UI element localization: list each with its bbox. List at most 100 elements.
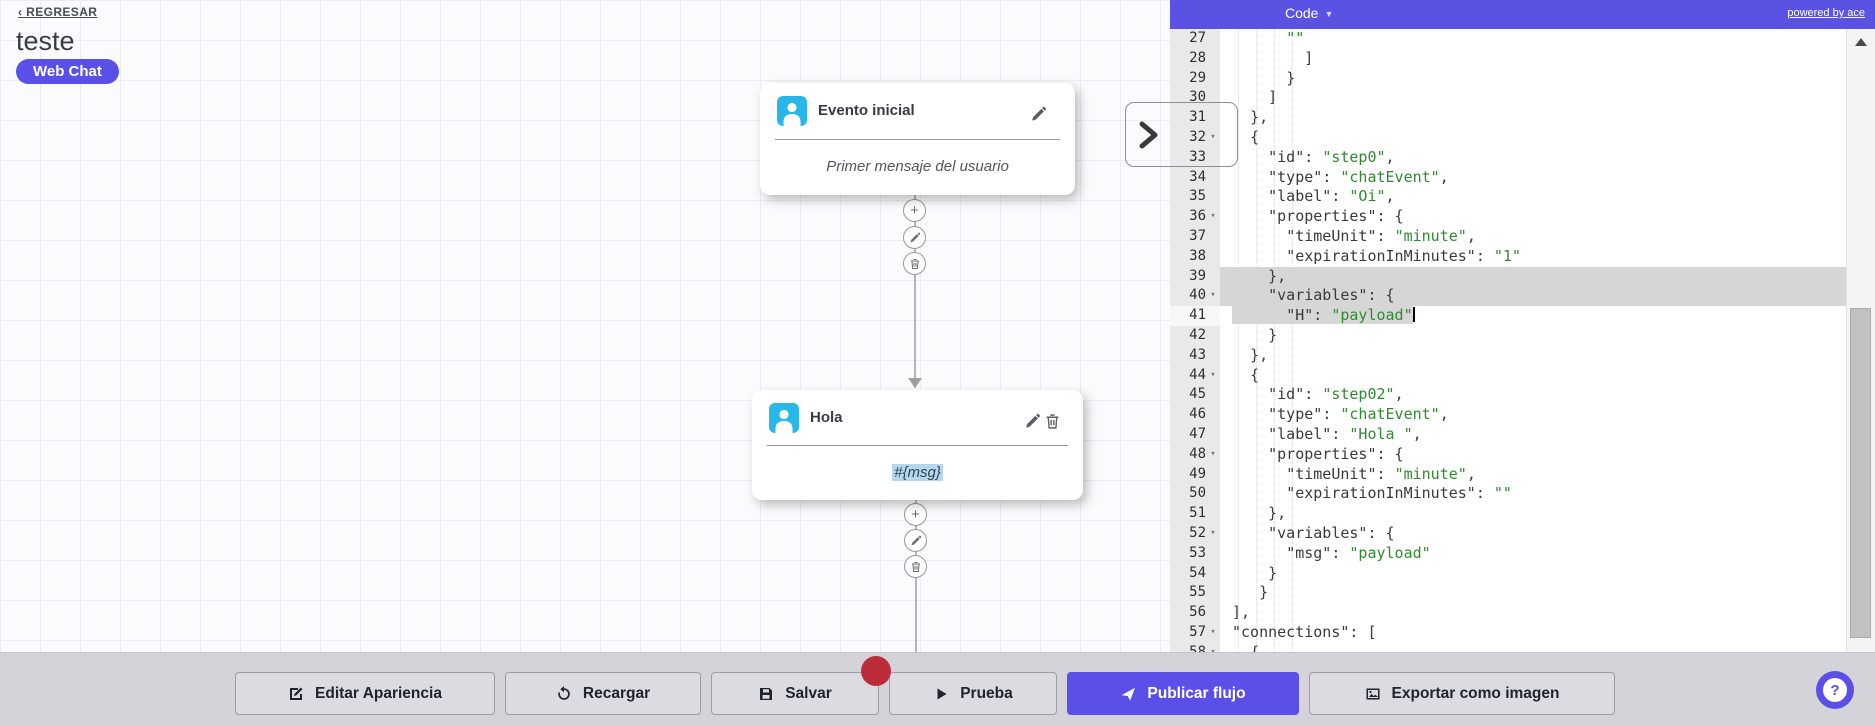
code-line[interactable]: 37 "timeUnit": "minute",: [1170, 226, 1846, 247]
editar-apariencia-button[interactable]: Editar Apariencia: [235, 672, 495, 715]
node-evento-inicial[interactable]: Evento inicial Primer mensaje del usuari…: [760, 83, 1075, 195]
code-line[interactable]: 47 "label": "Hola ",: [1170, 424, 1846, 445]
code-line[interactable]: 28 ]: [1170, 48, 1846, 69]
edit-connection-button[interactable]: [903, 226, 926, 249]
delete-connection-button[interactable]: [904, 555, 927, 578]
add-step-button[interactable]: +: [903, 199, 926, 222]
code-line[interactable]: 57▾"connections": [: [1170, 622, 1846, 643]
fold-gutter: [1206, 29, 1220, 49]
code-line[interactable]: 54 }: [1170, 563, 1846, 584]
code-line[interactable]: 32▾ {: [1170, 127, 1846, 148]
code-line[interactable]: 46 "type": "chatEvent",: [1170, 405, 1846, 425]
fold-gutter: [1206, 564, 1220, 584]
exportar-como-imagen-button[interactable]: Exportar como imagen: [1309, 672, 1615, 715]
scroll-up-icon[interactable]: [1855, 38, 1867, 46]
code-line[interactable]: 50 "expirationInMinutes": "": [1170, 484, 1846, 505]
line-number: 34: [1189, 168, 1206, 185]
line-number: 32: [1189, 128, 1206, 145]
code-line[interactable]: 49 "timeUnit": "minute",: [1170, 464, 1846, 485]
fold-arrow-icon[interactable]: ▾: [1210, 290, 1216, 301]
add-step-button[interactable]: +: [904, 503, 927, 526]
node-hola[interactable]: Hola #{msg}: [752, 390, 1083, 500]
code-line[interactable]: 56],: [1170, 603, 1846, 623]
code-line[interactable]: 40▾ "variables": {: [1170, 286, 1846, 307]
line-number: 36: [1189, 208, 1206, 225]
fold-gutter: [1206, 267, 1220, 287]
line-number: 54: [1189, 564, 1206, 581]
code-line[interactable]: 36▾ "properties": {: [1170, 207, 1846, 227]
node-header: Hola: [752, 390, 1083, 445]
code-line[interactable]: 41 "H": "payload": [1170, 306, 1846, 326]
code-line[interactable]: 48▾ "properties": {: [1170, 444, 1846, 465]
button-label: Publicar flujo: [1147, 684, 1246, 702]
powered-by-ace-link[interactable]: powered by ace: [1787, 7, 1865, 19]
fold-arrow-icon[interactable]: ▾: [1210, 626, 1216, 637]
fold-arrow-icon[interactable]: ▾: [1210, 131, 1216, 142]
recargar-button[interactable]: Recargar: [505, 672, 701, 715]
code-line[interactable]: 55 }: [1170, 583, 1846, 604]
code-line[interactable]: 52▾ "variables": {: [1170, 523, 1846, 544]
collapse-panel-toggle[interactable]: [1125, 102, 1238, 167]
line-number: 53: [1189, 544, 1206, 561]
line-number: 27: [1189, 30, 1206, 46]
divider: [767, 445, 1068, 446]
salvar-button[interactable]: Salvar: [711, 672, 879, 715]
line-number: 40: [1189, 287, 1206, 304]
delete-node-icon[interactable]: [1044, 413, 1061, 430]
code-line[interactable]: 35 "label": "Oi",: [1170, 187, 1846, 208]
code-line[interactable]: 30 ]: [1170, 88, 1846, 109]
code-line[interactable]: 44▾ {: [1170, 365, 1846, 386]
line-number: 56: [1189, 604, 1206, 621]
fold-gutter: [1206, 504, 1220, 524]
fold-arrow-icon[interactable]: ▾: [1210, 211, 1216, 222]
code-editor-panel[interactable]: 27 ""28 ]29 }30 ]31 },32▾ {33 "id": "ste…: [1170, 0, 1875, 663]
delete-connection-button[interactable]: [903, 252, 926, 275]
connector-arrow-icon: [908, 378, 922, 388]
fold-arrow-icon[interactable]: ▾: [1206, 643, 1220, 663]
prueba-button[interactable]: Prueba: [889, 672, 1057, 715]
edit-connection-button[interactable]: [904, 529, 927, 552]
code-line[interactable]: 31 },: [1170, 108, 1846, 128]
fold-gutter: [1206, 603, 1220, 623]
user-icon: [769, 403, 799, 433]
code-line[interactable]: 29 }: [1170, 68, 1846, 89]
fold-gutter: [1206, 425, 1220, 445]
text-cursor: [1412, 307, 1415, 323]
scrollbar-thumb[interactable]: [1850, 308, 1871, 638]
publicar-flujo-button[interactable]: Publicar flujo: [1067, 672, 1299, 715]
line-number: 55: [1189, 584, 1206, 601]
edit-node-icon[interactable]: [1024, 413, 1041, 430]
code-line[interactable]: 38 "expirationInMinutes": "1": [1170, 246, 1846, 267]
fold-arrow-icon[interactable]: ▾: [1210, 369, 1216, 380]
node-title: Evento inicial: [818, 102, 915, 119]
code-line[interactable]: 39 },: [1170, 266, 1846, 287]
scrollbar-track[interactable]: [1846, 29, 1875, 652]
line-number: 30: [1189, 89, 1206, 106]
code-line[interactable]: 27 "": [1170, 29, 1846, 49]
line-number: 43: [1189, 346, 1206, 363]
publish-icon: [1121, 687, 1136, 700]
code-line[interactable]: 51 },: [1170, 504, 1846, 524]
line-number: 42: [1189, 326, 1206, 343]
code-line[interactable]: 42 }: [1170, 325, 1846, 346]
edit-appearance-icon: [290, 687, 303, 700]
code-line[interactable]: 34 "type": "chatEvent",: [1170, 167, 1846, 188]
code-line[interactable]: 33 "id": "step0",: [1170, 147, 1846, 168]
fold-gutter: [1206, 544, 1220, 564]
fold-gutter: [1206, 465, 1220, 485]
reload-icon: [558, 685, 570, 700]
export-image-icon: [1366, 688, 1380, 699]
question-mark-icon: ?: [1823, 678, 1847, 702]
code-mode-dropdown[interactable]: Code▼: [1285, 5, 1334, 21]
fold-arrow-icon[interactable]: ▾: [1210, 448, 1216, 459]
edit-node-icon[interactable]: [1030, 106, 1047, 123]
code-line[interactable]: 53 "msg": "payload": [1170, 543, 1846, 564]
fold-arrow-icon[interactable]: ▾: [1210, 527, 1216, 538]
fold-gutter: [1206, 484, 1220, 504]
line-number: 57: [1189, 623, 1206, 640]
line-number: 51: [1189, 505, 1206, 522]
help-button[interactable]: ?: [1816, 671, 1854, 709]
code-line[interactable]: 45 "id": "step02",: [1170, 385, 1846, 406]
back-link[interactable]: ‹ REGRESAR: [18, 5, 98, 19]
code-line[interactable]: 43 },: [1170, 345, 1846, 366]
